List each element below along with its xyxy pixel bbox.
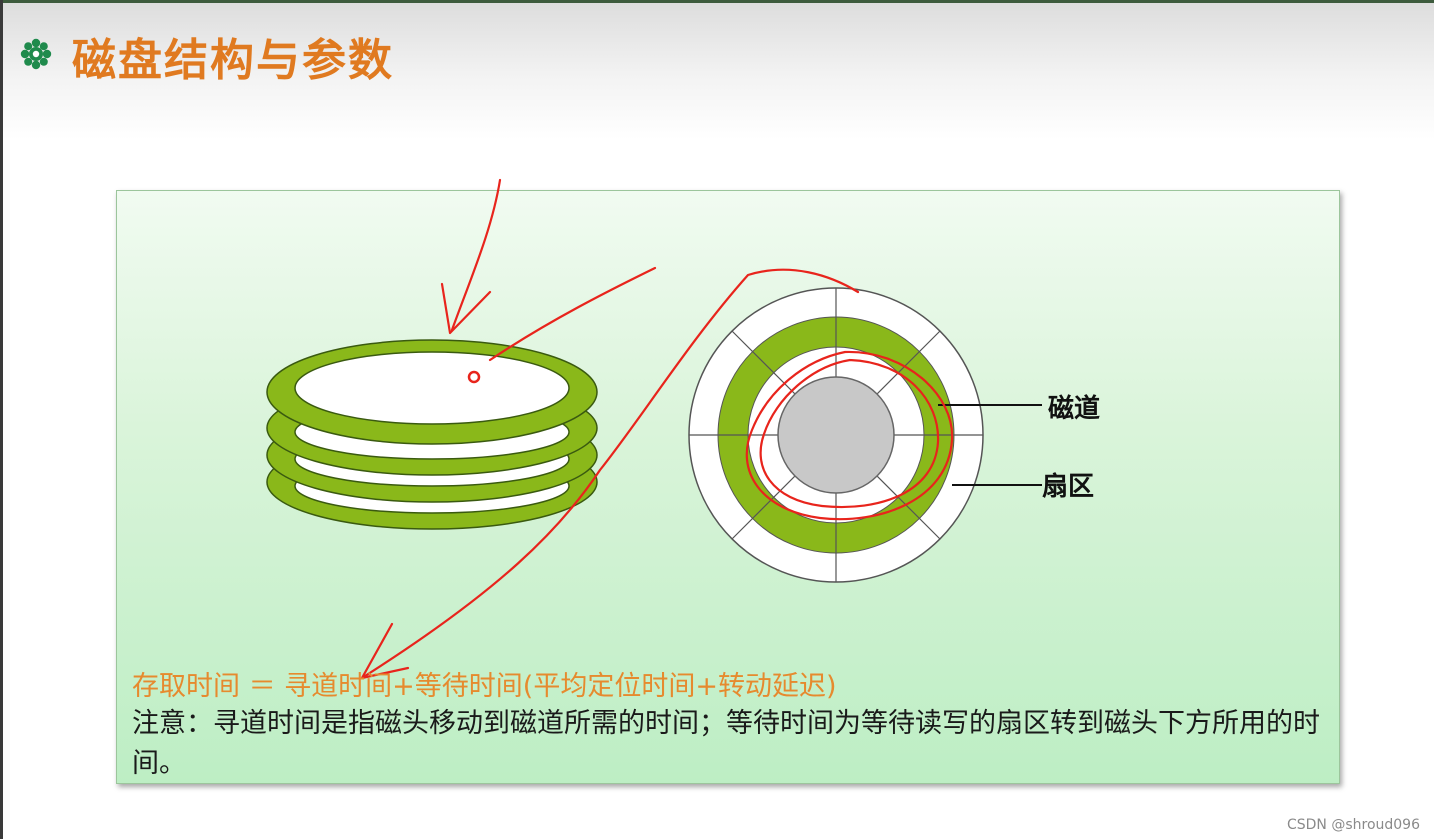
platter-stack	[266, 339, 598, 530]
hand-annotations	[360, 178, 954, 680]
note-text: 注意：寻道时间是指磁头移动到磁道所需的时间；等待时间为等待读写的扇区转到磁头下方…	[132, 708, 1320, 779]
page-title: 磁盘结构与参数	[72, 35, 394, 86]
spindle-hub	[777, 376, 895, 494]
annotation-curve-to-formula	[363, 268, 860, 678]
annotation-pointer-line	[488, 266, 657, 362]
flower-gear-icon	[20, 38, 52, 70]
header-band	[0, 0, 1434, 140]
sector-label: 扇区	[1042, 472, 1095, 502]
access-time-formula: 存取时间 ＝ 寻道时间+等待时间(平均定位时间+转动延迟)	[132, 671, 837, 702]
watermark: CSDN @shroud096	[1286, 817, 1420, 833]
annotation-arrow-down	[440, 178, 502, 335]
annotation-track-loop	[745, 350, 954, 521]
left-border	[0, 0, 3, 839]
annotation-track-loop-2	[759, 358, 940, 509]
annotation-arrow-formula-head	[360, 622, 410, 680]
annotation-dot	[467, 370, 481, 384]
top-border	[0, 0, 1434, 3]
track-label: 磁道	[1048, 394, 1101, 424]
